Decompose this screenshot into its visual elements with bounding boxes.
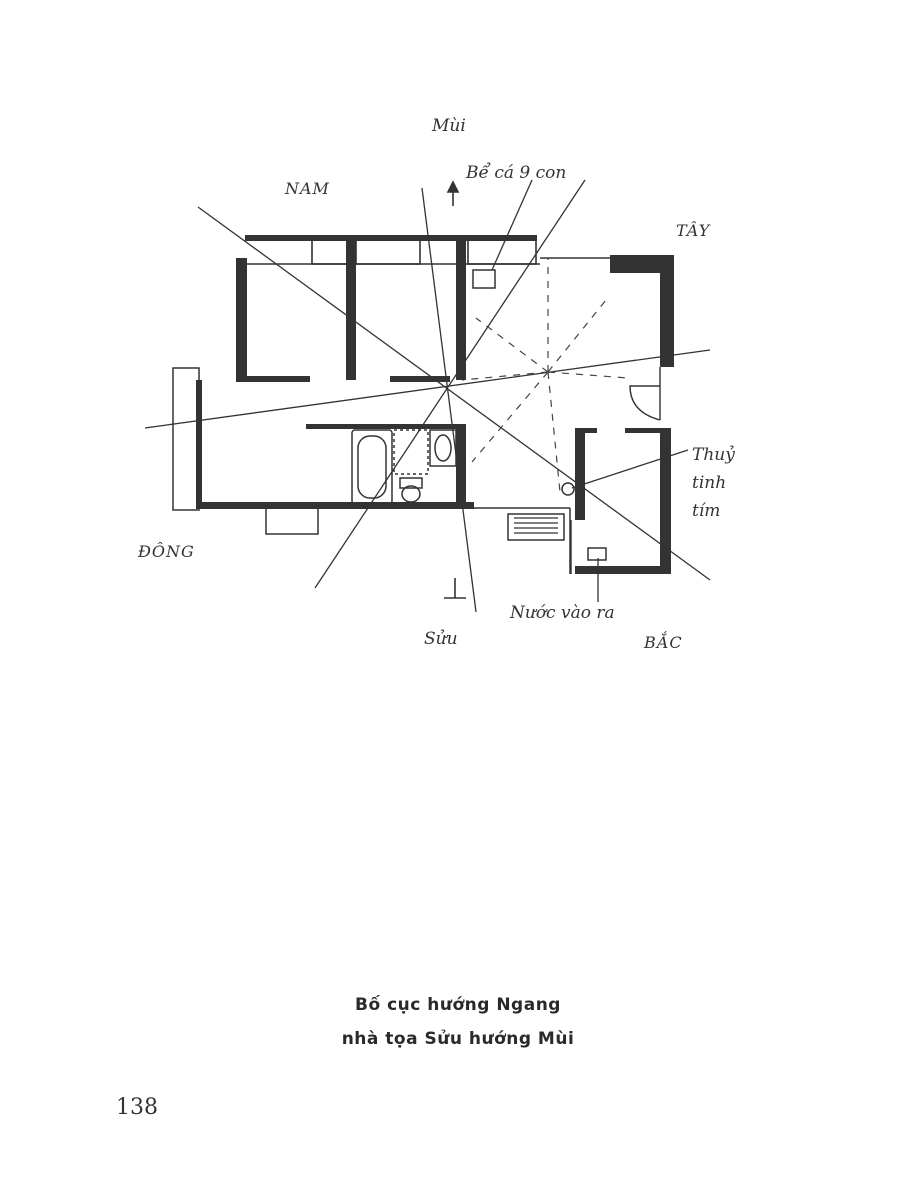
w-e-line: [144, 349, 711, 429]
arrow-up-icon: [446, 180, 460, 193]
partition-1: [346, 238, 356, 380]
label-suu: Sửu: [424, 629, 458, 649]
dashed-lines: [461, 258, 629, 493]
label-thuy-2: tinh: [692, 473, 726, 493]
bathtub-inner: [357, 435, 387, 499]
page-number: 138: [116, 1095, 158, 1120]
dash-1: [475, 317, 549, 373]
north-left-wall: [575, 428, 585, 520]
label-be-ca: Bể cá 9 con: [465, 163, 566, 183]
tile-grid: [393, 429, 429, 475]
label-bac: BẮC: [643, 630, 683, 652]
sink-counter-icon: [429, 429, 457, 467]
bathroom-fixtures: [351, 429, 457, 505]
radiator-icon: [507, 513, 565, 541]
north-top-wall-b: [625, 428, 671, 433]
crystal-icon: [561, 482, 575, 496]
sink-basin-icon: [434, 434, 452, 462]
bedroom-bottom-right: [390, 376, 450, 382]
bath-top-wall: [306, 424, 462, 429]
bottom-bay: [265, 507, 319, 535]
dash-5: [471, 371, 549, 463]
bath-right-wall: [456, 424, 466, 506]
dash-6: [547, 371, 561, 493]
label-dong: ĐÔNG: [137, 541, 195, 561]
window-3: [467, 239, 537, 265]
doors: [629, 367, 661, 421]
nw-se-line: [197, 206, 711, 581]
label-mui: Mùi: [431, 116, 466, 136]
label-thuy-3: tím: [692, 501, 720, 521]
left-wall: [236, 258, 247, 380]
label-tay: TÂY: [676, 220, 711, 240]
window-1: [311, 239, 349, 265]
walls: [172, 235, 674, 574]
label-nam: NAM: [284, 179, 330, 198]
north-bottom-wall: [575, 566, 671, 574]
north-right-wall: [660, 428, 671, 574]
west-wall: [660, 255, 674, 367]
dash-3: [547, 299, 607, 373]
symbols: [472, 269, 607, 574]
caption-line-1: Bố cục hướng Ngang: [355, 995, 561, 1015]
fish-tank-icon: [472, 269, 496, 289]
partition-2: [456, 238, 466, 380]
top-wall: [245, 235, 537, 241]
toilet-tank-icon: [399, 477, 423, 489]
dash-4: [547, 371, 629, 379]
west-corner-wall: [610, 255, 674, 273]
north-top-wall-a: [575, 428, 597, 433]
water-outlet-icon: [587, 547, 607, 561]
bedroom-bottom-left: [236, 376, 310, 382]
window-2: [355, 239, 421, 265]
dash-7: [461, 371, 549, 381]
direction-arrows: [444, 180, 466, 599]
fishtank-pointer-line: [491, 179, 533, 271]
label-nuoc-vao-ra: Nước vào ra: [509, 603, 615, 623]
radiator-fins: [514, 517, 558, 534]
suu-mui-axis: [421, 187, 477, 613]
left-bay-outer: [172, 367, 200, 511]
sw-ne-line: [314, 179, 586, 589]
west-door-arc: [629, 385, 661, 421]
toilet-bowl-icon: [401, 485, 421, 503]
bottom-wall: [196, 502, 474, 509]
bathtub-icon: [351, 429, 393, 505]
caption-line-2: nhà tọa Sửu hướng Mùi: [341, 1029, 575, 1049]
label-thuy-1: Thuỷ: [692, 445, 735, 465]
direction-lines: [144, 179, 711, 613]
